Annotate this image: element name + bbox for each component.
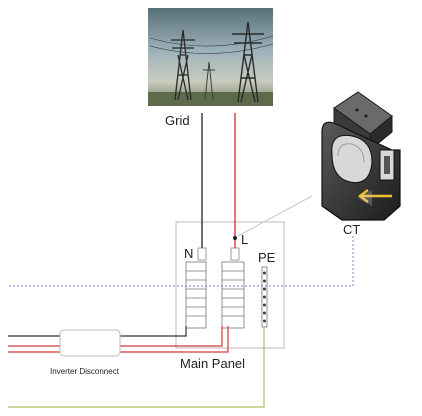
grid-label: Grid xyxy=(165,113,190,128)
ct-label: CT xyxy=(343,222,360,237)
line-breakers xyxy=(221,261,245,329)
inverter-line-wire xyxy=(8,326,223,347)
neutral-busbar xyxy=(185,261,207,329)
pe-busbar xyxy=(261,266,268,328)
inverter-disconnect-box xyxy=(59,329,121,357)
ct-signal-cable xyxy=(8,236,354,287)
ct-sense-point xyxy=(233,236,237,240)
tower-icon xyxy=(232,21,264,103)
inverter-neutral-wire xyxy=(8,326,187,337)
tower-icon xyxy=(171,29,195,101)
current-direction-arrow-icon xyxy=(358,189,392,206)
inverter-disconnect-label: Inverter Disconnect xyxy=(50,367,120,376)
ct-link-line xyxy=(237,195,313,237)
main-panel xyxy=(175,221,285,349)
neutral-main-terminal xyxy=(197,247,207,261)
line-label: L xyxy=(241,232,248,247)
pe-label: PE xyxy=(258,250,276,265)
main-panel-label: Main Panel xyxy=(180,356,245,371)
neutral-label: N xyxy=(184,246,193,261)
earth-wire xyxy=(8,327,265,408)
inverter-line-wire-2 xyxy=(8,326,229,353)
tower-icon xyxy=(203,61,215,101)
line-main-breaker xyxy=(230,247,240,261)
grid-photo xyxy=(148,8,274,106)
ct-clamp-icon xyxy=(321,91,401,221)
